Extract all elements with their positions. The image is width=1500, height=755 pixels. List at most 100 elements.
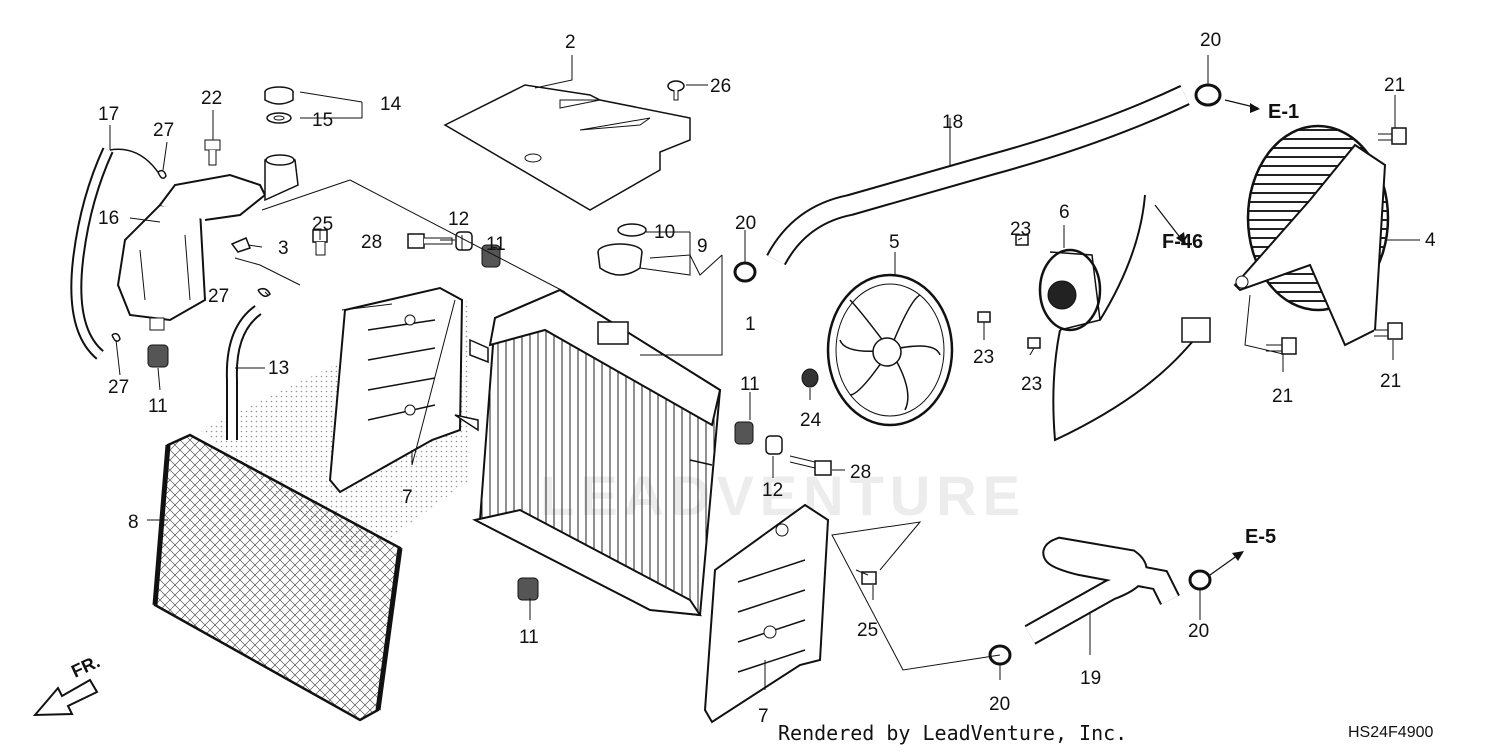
- part-3-clip[interactable]: [230, 237, 251, 253]
- callout-12-upper[interactable]: 12: [448, 209, 469, 230]
- part-27-clamp-a[interactable]: [157, 169, 167, 179]
- callout-13[interactable]: 13: [268, 358, 289, 379]
- part-11-grommet-tank[interactable]: [147, 344, 169, 368]
- front-marker-label: FR.: [68, 651, 103, 681]
- callout-26[interactable]: 26: [710, 76, 731, 97]
- part-27-clamp-c[interactable]: [111, 332, 121, 342]
- callout-4[interactable]: 4: [1425, 230, 1436, 251]
- callout-8[interactable]: 8: [128, 512, 139, 533]
- callout-24[interactable]: 24: [800, 410, 822, 431]
- part-23-nut-a[interactable]: [1015, 234, 1029, 246]
- part-8-radiator-screen[interactable]: [152, 433, 403, 722]
- part-28-bolt-b[interactable]: [789, 455, 832, 476]
- part-5-fan[interactable]: [826, 273, 954, 427]
- callout-28-upper[interactable]: 28: [361, 232, 382, 253]
- reference-arrows: [1154, 99, 1260, 576]
- part-27-clamp-b[interactable]: [257, 287, 271, 297]
- callout-27-b[interactable]: 27: [208, 286, 229, 307]
- part-20-clamp-top[interactable]: [1194, 83, 1222, 107]
- part-7-bracket-right[interactable]: [703, 503, 830, 724]
- callout-10[interactable]: 10: [654, 222, 675, 243]
- callout-6[interactable]: 6: [1059, 202, 1070, 223]
- part-12-collar-b[interactable]: [765, 435, 783, 455]
- part-25-bolt-b[interactable]: [855, 569, 877, 585]
- callout-21-top[interactable]: 21: [1384, 75, 1405, 96]
- callouts: 1 2 3 4 5 6 7 7 8 9 10 11 11 11 11 12 12…: [98, 30, 1436, 727]
- part-20-clamp-right[interactable]: [1188, 569, 1212, 591]
- callout-9[interactable]: 9: [697, 236, 708, 257]
- part-21-bolt-left[interactable]: [1266, 337, 1297, 355]
- callout-3[interactable]: 3: [278, 238, 289, 259]
- part-15-cap-gasket[interactable]: [266, 112, 292, 124]
- part-14-reservoir-cap[interactable]: [264, 86, 294, 105]
- callout-20-mid[interactable]: 20: [735, 213, 756, 234]
- part-20-clamp-bottom[interactable]: [988, 644, 1012, 666]
- ref-e5[interactable]: E-5: [1245, 526, 1276, 548]
- part-20-clamp-mid[interactable]: [733, 261, 757, 283]
- callout-11-tank[interactable]: 11: [148, 396, 168, 417]
- callout-1[interactable]: 1: [745, 314, 756, 335]
- callout-19[interactable]: 19: [1080, 668, 1101, 689]
- callout-27-a[interactable]: 27: [153, 120, 174, 141]
- part-12-collar-a[interactable]: [455, 231, 473, 251]
- part-10-cap-seal[interactable]: [617, 223, 647, 237]
- callout-21-right[interactable]: 21: [1380, 371, 1401, 392]
- part-19-hose-inner: [1025, 538, 1179, 643]
- motor-wire: [1052, 194, 1211, 442]
- part-13-hose-inner: [227, 306, 261, 440]
- part-24-nut[interactable]: [801, 368, 819, 388]
- callout-28-lower[interactable]: 28: [850, 462, 871, 483]
- callout-11-upper[interactable]: 11: [486, 234, 506, 255]
- callout-15[interactable]: 15: [312, 110, 333, 131]
- callout-14[interactable]: 14: [380, 94, 402, 115]
- part-23-nut-b[interactable]: [977, 311, 991, 323]
- part-21-bolt-top[interactable]: [1378, 127, 1407, 145]
- part-28-bolt-a[interactable]: [407, 233, 453, 249]
- callout-7-right[interactable]: 7: [758, 706, 769, 727]
- part-21-bolt-right[interactable]: [1374, 322, 1403, 340]
- callout-16[interactable]: 16: [98, 208, 119, 229]
- drawing-code: HS24F4900: [1348, 724, 1433, 741]
- callout-17[interactable]: 17: [98, 104, 119, 125]
- callout-11-lower[interactable]: 11: [519, 627, 539, 648]
- filler-neck-top: [265, 154, 295, 166]
- callout-20-right[interactable]: 20: [1188, 621, 1209, 642]
- part-4-fan-shroud[interactable]: [1233, 124, 1390, 347]
- part-11-grommet-upper[interactable]: [481, 244, 501, 268]
- part-11-grommet-right[interactable]: [734, 421, 754, 445]
- ref-f46[interactable]: F-46: [1162, 231, 1203, 253]
- part-26-clip[interactable]: [667, 80, 685, 101]
- callout-2[interactable]: 2: [565, 32, 576, 53]
- ref-e1[interactable]: E-1: [1268, 101, 1299, 123]
- callout-23-b[interactable]: 23: [973, 347, 994, 368]
- callout-23-a[interactable]: 23: [1010, 219, 1031, 240]
- callout-27-c[interactable]: 27: [108, 377, 129, 398]
- callout-12-lower[interactable]: 12: [762, 480, 783, 501]
- callout-7-left[interactable]: 7: [402, 487, 413, 508]
- part-17-hose-inner: [72, 148, 112, 359]
- callout-25-right[interactable]: 25: [857, 620, 878, 641]
- callout-22[interactable]: 22: [201, 88, 222, 109]
- callout-18[interactable]: 18: [942, 112, 963, 133]
- part-7-bracket-left[interactable]: [328, 286, 464, 494]
- part-9-radiator-cap[interactable]: [597, 243, 643, 276]
- part-23-nut-c[interactable]: [1027, 337, 1041, 349]
- callout-20-bottom[interactable]: 20: [989, 694, 1010, 715]
- callout-23-c[interactable]: 23: [1021, 374, 1042, 395]
- callout-11-right[interactable]: 11: [740, 374, 760, 395]
- callout-25-left[interactable]: 25: [312, 214, 333, 235]
- part-2-cover[interactable]: [443, 84, 691, 211]
- motor-connector[interactable]: [1181, 317, 1211, 343]
- part-22-bolt[interactable]: [204, 139, 221, 166]
- filler-neck: [264, 159, 299, 202]
- footer-credit: Rendered by LeadVenture, Inc.: [778, 721, 1127, 745]
- part-1-radiator[interactable]: [454, 288, 722, 617]
- callout-5[interactable]: 5: [889, 232, 900, 253]
- part-6-fan-motor[interactable]: [1038, 248, 1102, 332]
- callout-20-top[interactable]: 20: [1200, 30, 1221, 51]
- part-16-reservoir-tank[interactable]: [116, 173, 267, 331]
- part-11-grommet-lower[interactable]: [517, 577, 539, 601]
- callout-21-left[interactable]: 21: [1272, 386, 1293, 407]
